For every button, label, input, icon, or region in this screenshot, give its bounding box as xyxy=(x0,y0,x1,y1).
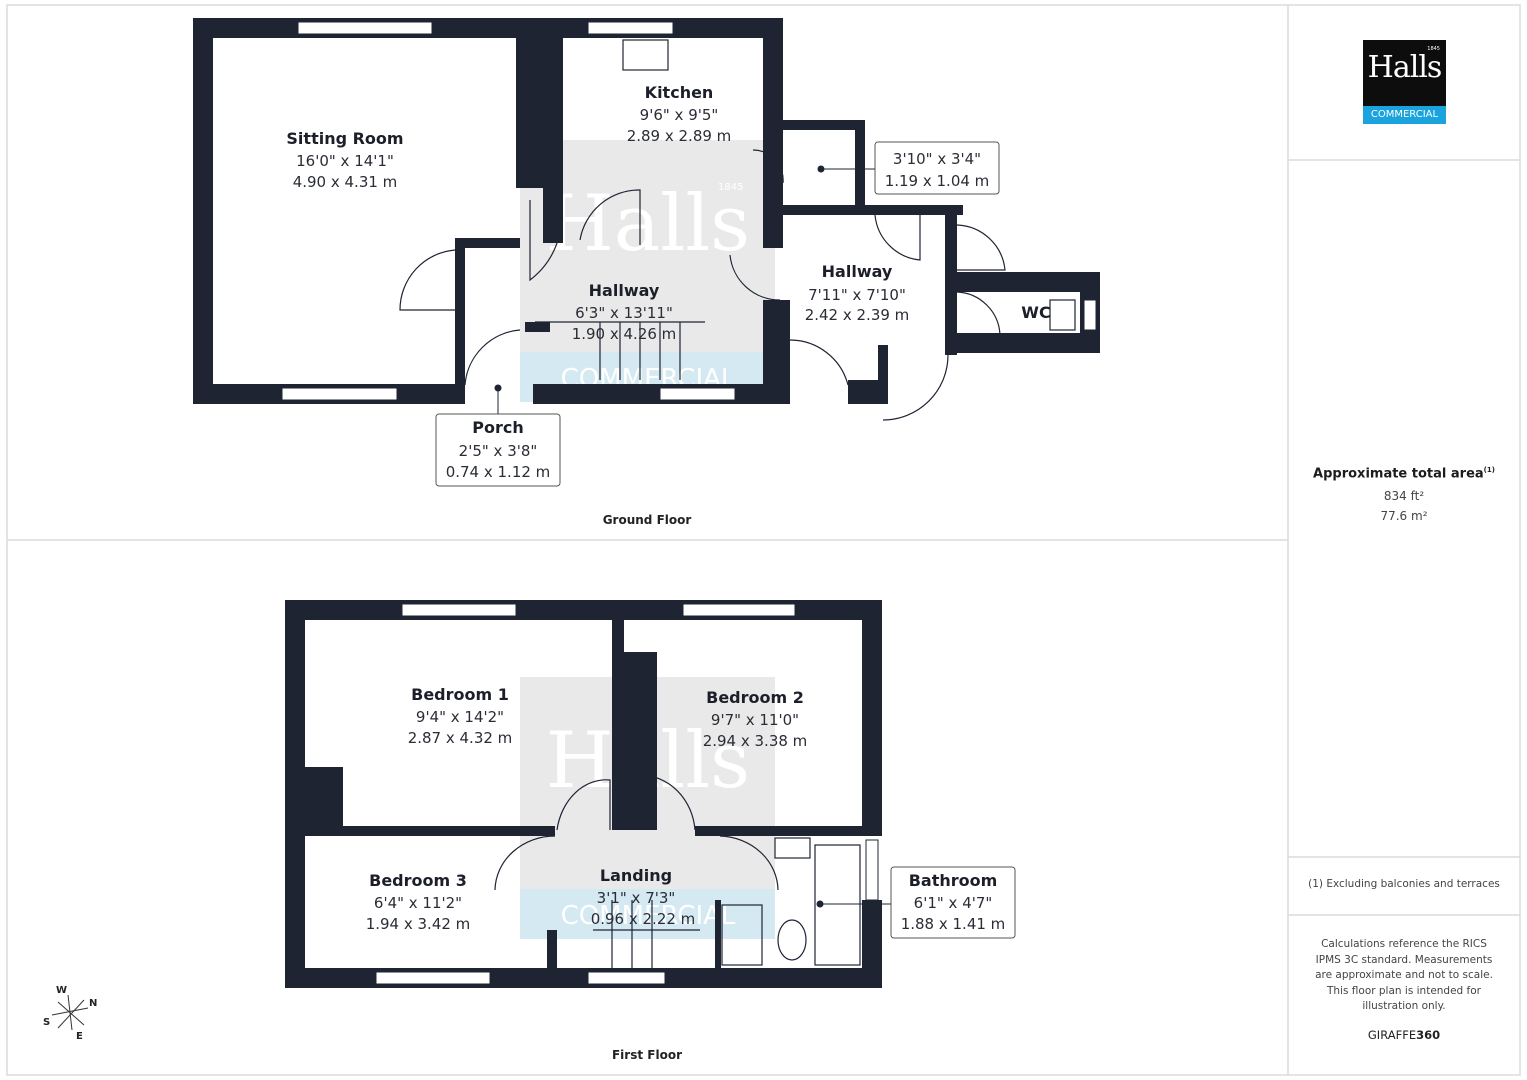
svg-text:0.74 x 1.12 m: 0.74 x 1.12 m xyxy=(446,463,551,481)
room-bedroom-2: Bedroom 2 9'7" x 11'0" 2.94 x 3.38 m xyxy=(703,688,808,750)
first-floor-label: First Floor xyxy=(612,1048,682,1062)
room-store: 3'10" x 3'4" 1.19 x 1.04 m xyxy=(817,141,1000,195)
svg-text:Bedroom 1: Bedroom 1 xyxy=(411,685,509,704)
svg-text:3'10" x 3'4": 3'10" x 3'4" xyxy=(893,150,981,168)
first-floor-doors xyxy=(494,774,861,968)
svg-text:Landing: Landing xyxy=(600,866,672,885)
room-hallway-2: Hallway 7'11" x 7'10" 2.42 x 2.39 m xyxy=(805,262,910,324)
ground-floor-doors xyxy=(399,39,1076,421)
compass-icon: W N S E xyxy=(43,985,97,1042)
watermark-ground-year: 1845 xyxy=(718,182,743,193)
svg-text:3'1" x 7'3": 3'1" x 7'3" xyxy=(597,889,676,907)
ground-floor-walls xyxy=(193,18,1100,404)
svg-text:Kitchen: Kitchen xyxy=(645,83,714,102)
svg-text:E: E xyxy=(76,1031,83,1042)
room-bedroom-1: Bedroom 1 9'4" x 14'2" 2.87 x 4.32 m xyxy=(408,685,513,747)
svg-text:4.90 x 4.31 m: 4.90 x 4.31 m xyxy=(293,173,398,191)
svg-text:S: S xyxy=(43,1017,50,1028)
disclaimer: Calculations reference the RICS IPMS 3C … xyxy=(1315,938,1493,1012)
room-hallway-1: Hallway 6'3" x 13'11" 1.90 x 4.26 m xyxy=(572,281,677,343)
svg-text:6'4" x 11'2": 6'4" x 11'2" xyxy=(374,894,462,912)
svg-text:1.88 x 1.41 m: 1.88 x 1.41 m xyxy=(901,915,1006,933)
svg-text:2.94 x 3.38 m: 2.94 x 3.38 m xyxy=(703,732,808,750)
area-summary: Approximate total area(1) 834 ft² 77.6 m… xyxy=(1290,466,1518,523)
giraffe360-brand: GIRAFFE360 xyxy=(1367,1028,1441,1042)
svg-text:7'11" x 7'10": 7'11" x 7'10" xyxy=(808,286,906,304)
area-m: 77.6 m² xyxy=(1380,509,1428,524)
svg-text:2.42 x 2.39 m: 2.42 x 2.39 m xyxy=(805,306,910,324)
svg-text:Sitting Room: Sitting Room xyxy=(286,129,403,148)
svg-text:COMMERCIAL: COMMERCIAL xyxy=(561,901,736,931)
svg-text:Bathroom: Bathroom xyxy=(909,871,998,890)
svg-text:Bedroom 2: Bedroom 2 xyxy=(706,688,804,707)
ground-floor-windows xyxy=(281,21,1097,401)
room-sitting-room: Sitting Room 16'0" x 14'1" 4.90 x 4.31 m xyxy=(286,129,403,191)
svg-text:1.19 x 1.04 m: 1.19 x 1.04 m xyxy=(885,172,990,190)
room-kitchen: Kitchen 9'6" x 9'5" 2.89 x 2.89 m xyxy=(627,83,732,145)
footnote: (1) Excluding balconies and terraces xyxy=(1308,878,1500,890)
svg-text:W: W xyxy=(56,985,67,996)
room-porch: Porch 2'5" x 3'8" 0.74 x 1.12 m xyxy=(435,384,561,487)
svg-text:9'6" x 9'5": 9'6" x 9'5" xyxy=(640,106,719,124)
ground-floor-label: Ground Floor xyxy=(603,513,692,527)
svg-text:N: N xyxy=(89,998,97,1009)
svg-text:2.89 x 2.89 m: 2.89 x 2.89 m xyxy=(627,127,732,145)
svg-text:6'3" x 13'11": 6'3" x 13'11" xyxy=(575,304,673,322)
svg-text:Hallway: Hallway xyxy=(822,262,893,281)
svg-text:Porch: Porch xyxy=(472,418,523,437)
frame xyxy=(6,4,1521,1076)
room-bedroom-3: Bedroom 3 6'4" x 11'2" 1.94 x 3.42 m xyxy=(366,871,471,933)
svg-text:Bedroom 3: Bedroom 3 xyxy=(369,871,467,890)
svg-text:16'0" x 14'1": 16'0" x 14'1" xyxy=(296,152,394,170)
room-wc: WC xyxy=(1021,303,1050,322)
room-landing: Landing 3'1" x 7'3" 0.96 x 2.22 m xyxy=(591,866,696,928)
svg-text:1.90 x 4.26 m: 1.90 x 4.26 m xyxy=(572,325,677,343)
svg-text:2'5" x 3'8": 2'5" x 3'8" xyxy=(459,442,538,460)
room-bathroom: Bathroom 6'1" x 4'7" 1.88 x 1.41 m xyxy=(816,866,1016,939)
svg-text:6'1" x 4'7": 6'1" x 4'7" xyxy=(914,894,993,912)
svg-text:Halls: Halls xyxy=(546,179,750,269)
area-title: Approximate total area xyxy=(1313,466,1484,482)
svg-text:9'4" x 14'2": 9'4" x 14'2" xyxy=(416,708,504,726)
first-floor-windows xyxy=(375,603,879,985)
area-ft: 834 ft² xyxy=(1383,489,1425,504)
svg-text:0.96 x 2.22 m: 0.96 x 2.22 m xyxy=(591,910,696,928)
svg-text:1.94 x 3.42 m: 1.94 x 3.42 m xyxy=(366,915,471,933)
svg-text:WC: WC xyxy=(1021,303,1050,322)
svg-text:2.87 x 4.32 m: 2.87 x 4.32 m xyxy=(408,729,513,747)
svg-text:Hallway: Hallway xyxy=(589,281,660,300)
svg-text:9'7" x 11'0": 9'7" x 11'0" xyxy=(711,711,799,729)
